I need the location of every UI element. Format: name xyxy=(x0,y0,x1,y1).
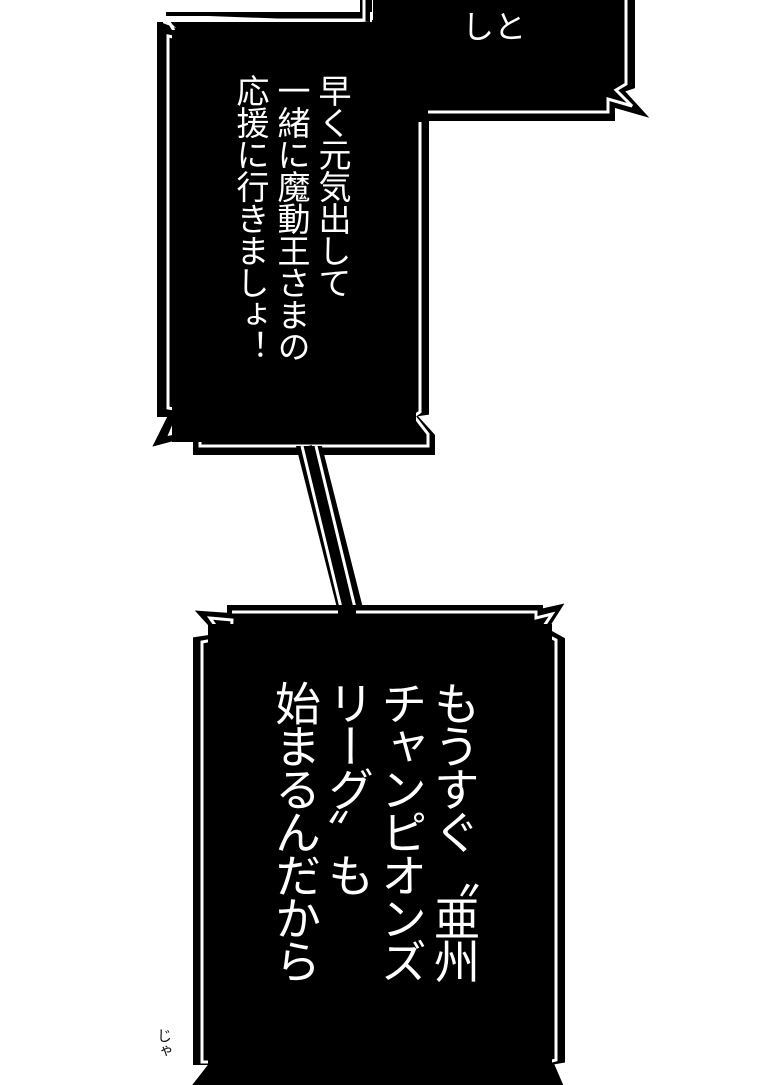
top-bubble-text: しと xyxy=(462,8,527,46)
bottom-bubble-text: もうすぐ〝亜州 チャンピオンズ リーグ〟も 始まるんだから xyxy=(268,680,481,981)
bottom-speech-bubble xyxy=(192,603,565,1085)
middle-speech-bubble xyxy=(152,0,435,455)
side-sound-text: じゃ xyxy=(155,1028,173,1058)
middle-bubble-text: 早く元気出して 一緒に魔動王さまの 応援に行きましょ！ xyxy=(231,74,352,362)
bubble-connector-tail xyxy=(296,445,364,613)
